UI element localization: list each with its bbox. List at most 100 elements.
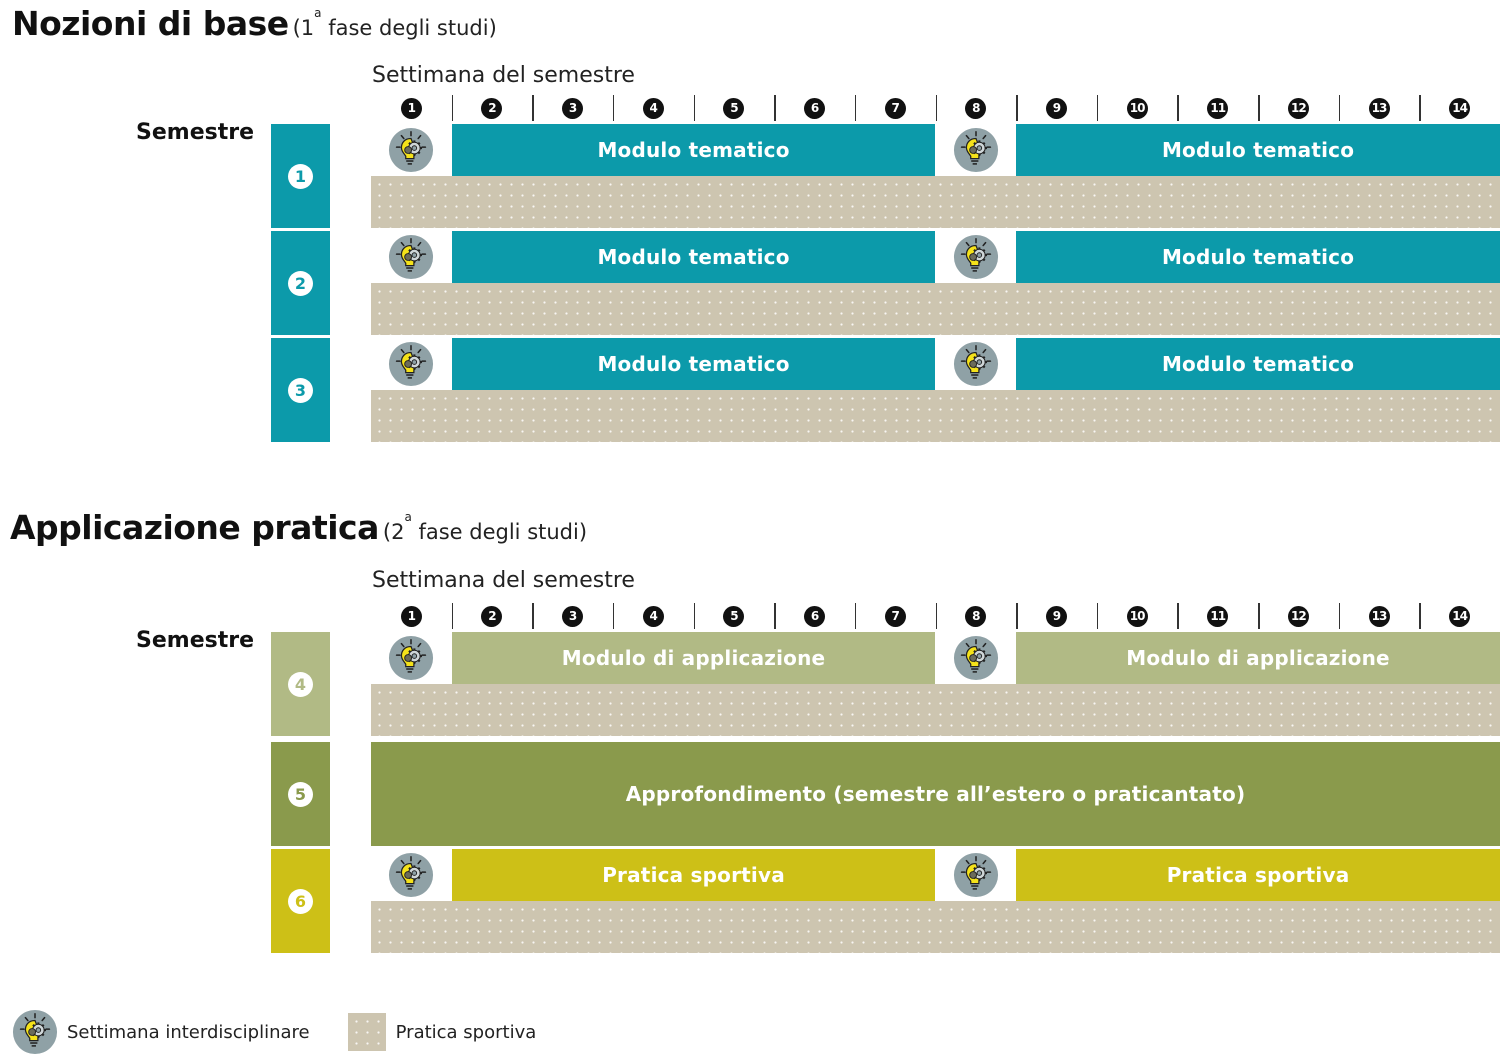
subtitle-suffix: fase degli studi) xyxy=(411,520,588,544)
interdisciplinary-week xyxy=(936,632,1017,684)
semester-number: 2 xyxy=(288,270,313,296)
semester-number: 6 xyxy=(288,888,313,914)
week-separator xyxy=(1177,95,1179,121)
module-block: Modulo tematico xyxy=(1016,231,1500,283)
subtitle-prefix: (1 xyxy=(292,16,315,40)
week-cell: 9 xyxy=(1016,601,1097,631)
week-caption: Settimana del semestre xyxy=(372,63,635,88)
module-block: Modulo tematico xyxy=(451,231,936,283)
lightbulb-gear-icon xyxy=(11,1008,59,1056)
week-separator xyxy=(854,95,857,121)
sport-practice-band xyxy=(371,684,1500,736)
week-caption: Settimana del semestre xyxy=(372,568,635,593)
section-heading: Applicazione pratica xyxy=(10,508,379,547)
week-separator xyxy=(532,95,534,121)
week-separator xyxy=(451,603,454,629)
week-separator xyxy=(1258,603,1260,629)
section-subheading: (2a fase degli studi) xyxy=(383,510,588,544)
week-separator xyxy=(1096,95,1099,121)
interdisciplinary-week xyxy=(371,632,452,684)
week-separator xyxy=(532,603,534,629)
week-number: 2 xyxy=(481,605,503,627)
week-separator xyxy=(693,603,696,629)
sport-practice-band xyxy=(371,901,1500,953)
week-number: 1 xyxy=(400,97,422,119)
semester-tab-6: 6 xyxy=(271,849,330,953)
week-cell: 11 xyxy=(1177,601,1258,631)
semester-tab-3: 3 xyxy=(271,338,330,442)
week-number: 5 xyxy=(723,605,745,627)
week-separator xyxy=(1258,95,1260,121)
week-cell: 3 xyxy=(532,601,613,631)
week-separator xyxy=(774,603,776,629)
week-cell: 6 xyxy=(774,93,855,123)
week-cell: 8 xyxy=(936,601,1017,631)
week-separator xyxy=(854,603,857,629)
interdisciplinary-week xyxy=(371,338,452,390)
week-separator xyxy=(1338,603,1341,629)
week-cell: 3 xyxy=(532,93,613,123)
week-number: 2 xyxy=(481,97,503,119)
module-block: Modulo tematico xyxy=(1016,124,1500,176)
semester-tab-1: 1 xyxy=(271,124,330,228)
week-separator xyxy=(612,95,615,121)
week-number: 9 xyxy=(1045,97,1067,119)
lightbulb-gear-icon xyxy=(12,1009,58,1055)
lightbulb-gear-icon xyxy=(388,852,434,898)
week-number: 8 xyxy=(965,97,987,119)
week-cell: 12 xyxy=(1258,93,1339,123)
lightbulb-gear-icon xyxy=(953,341,999,387)
week-cell: 7 xyxy=(855,93,936,123)
legend-label-interdisciplinary: Settimana interdisciplinare xyxy=(67,1021,310,1043)
semester-number: 5 xyxy=(288,781,313,807)
week-separator xyxy=(612,603,615,629)
lightbulb-gear-icon xyxy=(953,635,999,681)
week-cell: 1 xyxy=(371,601,452,631)
semester-number: 4 xyxy=(288,671,313,697)
week-number: 6 xyxy=(804,605,826,627)
week-number: 3 xyxy=(562,605,584,627)
week-number: 1 xyxy=(400,605,422,627)
lightbulb-gear-icon xyxy=(388,234,434,280)
interdisciplinary-week xyxy=(371,231,452,283)
week-number: 6 xyxy=(804,97,826,119)
week-number: 12 xyxy=(1287,97,1309,119)
week-cell: 5 xyxy=(694,93,775,123)
subtitle-sup: a xyxy=(314,6,322,20)
subtitle-suffix: fase degli studi) xyxy=(321,16,497,40)
week-number: 4 xyxy=(642,605,664,627)
week-number: 5 xyxy=(723,97,745,119)
week-cell: 2 xyxy=(452,93,533,123)
week-number: 4 xyxy=(642,97,664,119)
week-cell: 14 xyxy=(1419,93,1500,123)
week-separator xyxy=(935,603,937,629)
week-separator xyxy=(1419,95,1421,121)
week-cell: 10 xyxy=(1097,601,1178,631)
week-cell: 11 xyxy=(1177,93,1258,123)
semester-tab-5: 5 xyxy=(271,742,330,846)
week-separator xyxy=(1016,95,1018,121)
week-cell: 4 xyxy=(613,601,694,631)
week-separator xyxy=(1016,603,1018,629)
week-cell: 7 xyxy=(855,601,936,631)
interdisciplinary-week xyxy=(371,849,452,901)
week-cell: 10 xyxy=(1097,93,1178,123)
week-cell: 9 xyxy=(1016,93,1097,123)
subtitle-sup: a xyxy=(404,510,412,524)
week-number: 10 xyxy=(1126,605,1148,627)
week-number: 11 xyxy=(1207,605,1229,627)
sport-practice-band xyxy=(371,390,1500,442)
week-number: 11 xyxy=(1207,97,1229,119)
week-cell: 5 xyxy=(694,601,775,631)
interdisciplinary-week xyxy=(936,338,1017,390)
interdisciplinary-week xyxy=(936,849,1017,901)
semester-number: 1 xyxy=(288,163,313,189)
week-cell: 13 xyxy=(1339,93,1420,123)
sport-practice-band xyxy=(371,283,1500,335)
week-number: 12 xyxy=(1287,605,1309,627)
semester-label: Semestre xyxy=(136,120,254,145)
section-subheading: (1a fase degli studi) xyxy=(292,6,497,40)
legend: Settimana interdisciplinare Pratica spor… xyxy=(11,1008,536,1056)
dotted-pattern-swatch xyxy=(347,1013,386,1051)
week-cell: 2 xyxy=(452,601,533,631)
